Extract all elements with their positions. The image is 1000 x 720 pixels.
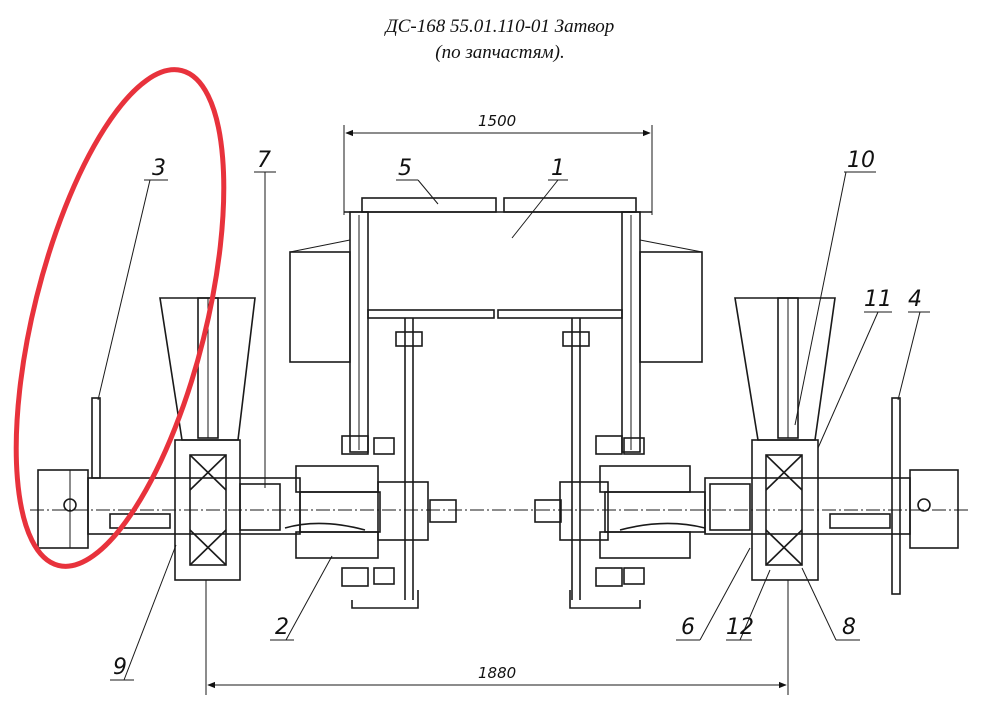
label-5: 5 [398,156,412,181]
label-11: 11 [864,287,892,312]
label-3: 3 [152,156,166,181]
label-7: 7 [257,148,271,173]
label-2: 2 [275,615,289,640]
central-frame [289,197,703,609]
dimension-top-label: 1500 [478,112,516,130]
label-6: 6 [681,615,695,640]
dimension-1500: 1500 [343,112,653,215]
label-10: 10 [847,148,875,173]
drawing-title: ДС-168 55.01.110-01 Затвор [385,16,615,37]
label-8: 8 [842,615,856,640]
dimension-1880: 1880 [205,580,789,695]
red-highlight-ellipse [13,67,227,569]
label-1: 1 [551,156,565,181]
dimension-bottom-label: 1880 [478,664,516,682]
label-9: 9 [113,655,127,680]
left-bearing-assembly [37,297,457,587]
part-labels: 1 5 7 3 10 11 4 9 2 6 [97,148,930,681]
right-bearing-assembly [534,297,959,595]
label-4: 4 [908,287,922,312]
label-12: 12 [726,615,754,640]
drawing-subtitle: (по запчастям). [435,42,565,63]
